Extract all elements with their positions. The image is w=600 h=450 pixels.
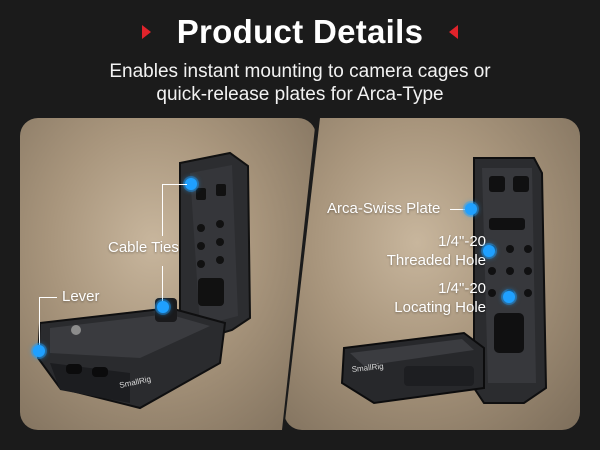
subtitle-line-1: Enables instant mounting to camera cages… [109,61,491,82]
arca-swiss-plate-marker [465,203,477,215]
red-arrow-left-icon [449,25,459,39]
title-row: Product Details [0,10,600,54]
l-bracket-image-right: SmallRig [340,157,548,405]
cable-ties-leader-vertical [162,184,163,236]
lever-label: Lever [62,288,100,305]
cable-ties-marker-2 [157,301,169,313]
red-arrow-right-icon [141,25,151,39]
header: Product Details Enables instant mounting… [0,0,600,110]
threaded-hole-marker [483,245,495,257]
lever-leader-vertical [39,297,40,345]
cable-ties-leader-bottom [162,266,163,303]
cable-ties-label: Cable Ties [108,239,179,256]
threaded-hole-label: 1/4"-20 Threaded Hole [336,232,486,270]
cable-ties-leader-top [162,184,187,185]
arca-swiss-plate-leader [450,209,466,210]
locating-hole-type: Locating Hole [394,299,486,316]
l-bracket-image-left: SmallRig [36,151,252,410]
right-product-panel: SmallRig Arca-Swiss Plate 1/4"-20 Thread… [284,118,580,430]
cable-ties-marker [185,178,197,190]
locating-hole-size: 1/4"-20 [438,280,486,297]
page-title: Product Details [176,13,424,50]
page-subtitle: Enables instant mounting to camera cages… [0,60,600,106]
lever-leader-horizontal [39,297,57,298]
threaded-hole-type: Threaded Hole [386,252,486,269]
subtitle-line-2: quick-release plates for Arca-Type [156,84,444,105]
left-product-panel: SmallRig Cable Ties Lever [20,118,316,430]
threaded-hole-size: 1/4"-20 [438,233,486,250]
brand-logo-right: SmallRig [351,362,384,374]
arca-swiss-plate-label: Arca-Swiss Plate [327,200,441,217]
locating-hole-marker [503,291,515,303]
lever-marker [33,345,45,357]
locating-hole-label: 1/4"-20 Locating Hole [336,279,486,317]
